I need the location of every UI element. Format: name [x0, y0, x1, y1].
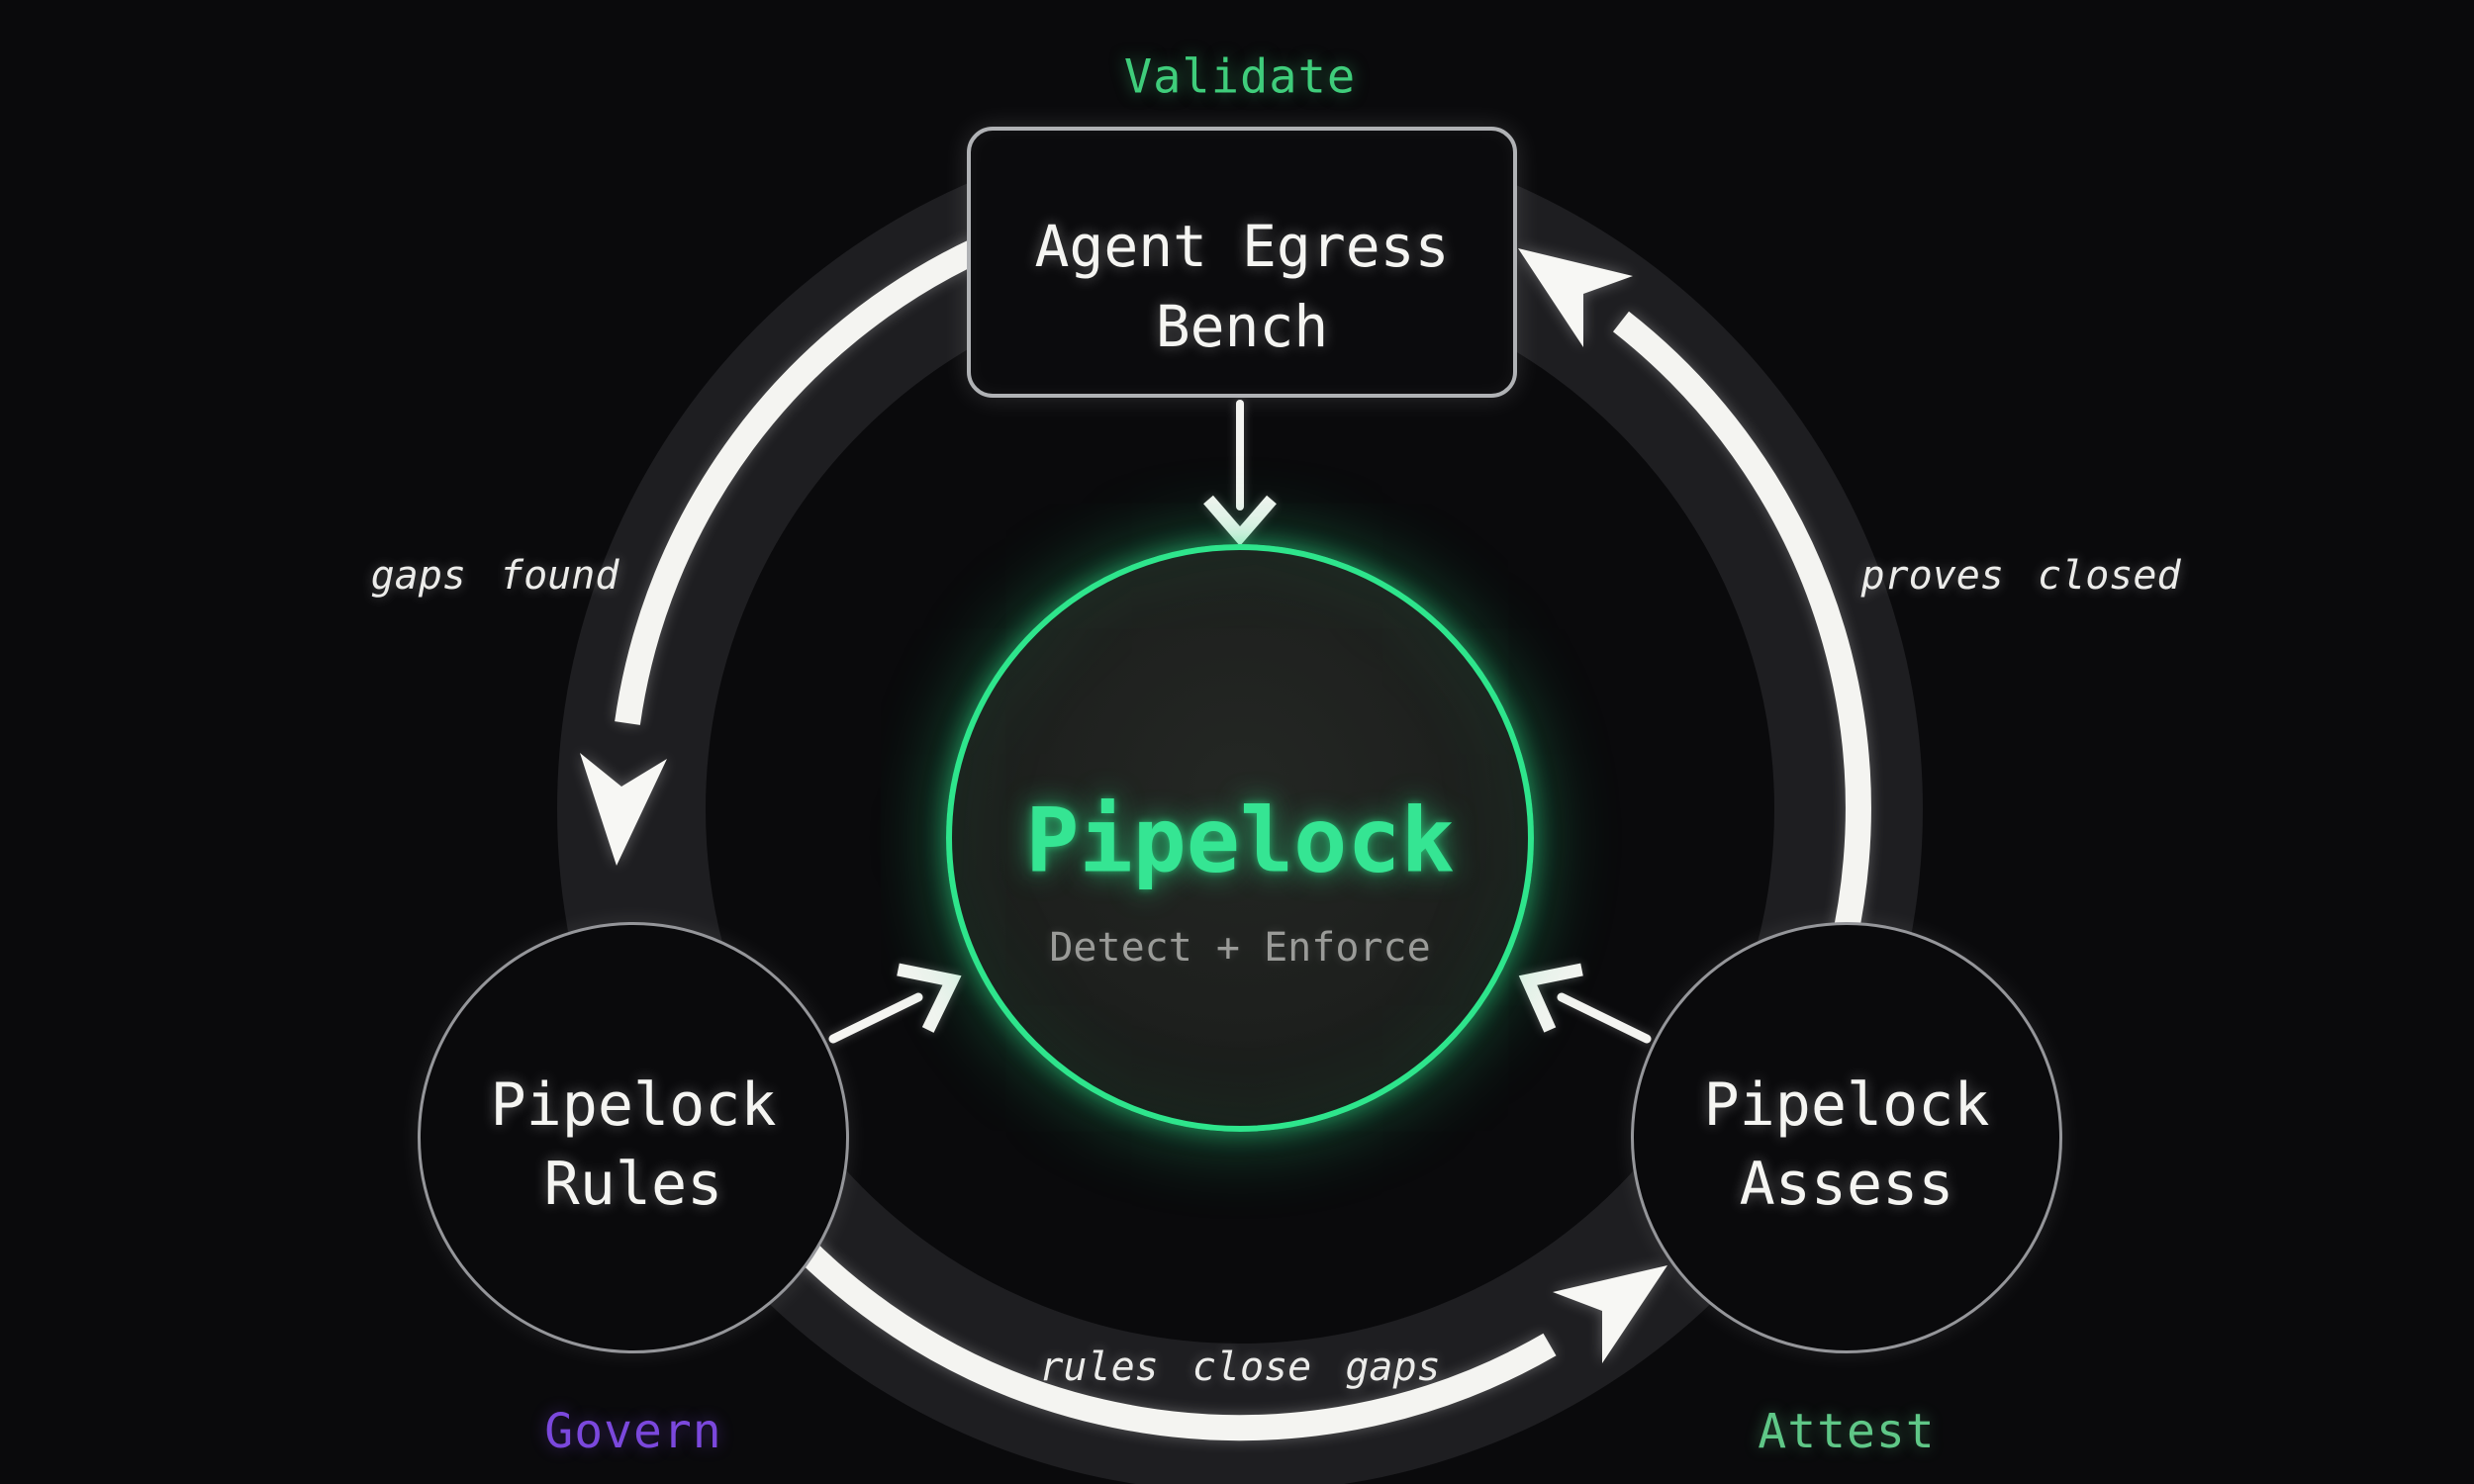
node-label-line: Pipelock [490, 1070, 777, 1141]
node-label-line: Bench [1155, 293, 1329, 360]
arrowhead-rules-to-assess-icon [1553, 1265, 1667, 1363]
node-label-pipelock-rules: Pipelock Rules [491, 1067, 777, 1225]
node-pipelock-rules [418, 922, 849, 1353]
center-title: Pipelock [1025, 788, 1455, 893]
node-label-line: Rules [543, 1150, 723, 1219]
node-agent-egress-bench [967, 127, 1517, 398]
arc-bench-to-rules [615, 237, 985, 725]
edge-label-proves-closed: proves closed [1860, 553, 2181, 599]
node-label-line: Pipelock [1703, 1070, 1990, 1141]
arrowhead-assess-to-bench-icon [1518, 248, 1633, 347]
stage-label-validate: Validate [1123, 49, 1357, 105]
arrow-bench-to-center-head-icon [1203, 495, 1277, 546]
node-pipelock-center [946, 544, 1534, 1132]
arc-rules-to-assess [716, 1148, 1557, 1441]
edge-label-gaps-found: gaps found [370, 553, 619, 599]
arrowhead-bench-to-rules-icon [580, 753, 667, 866]
edge-label-rules-close-gaps: rules close gaps [1039, 1345, 1441, 1390]
stage-label-attest: Attest [1758, 1404, 1936, 1459]
stage-label-govern: Govern [544, 1404, 722, 1459]
node-pipelock-assess [1631, 922, 2062, 1353]
center-subtitle: Detect + Enforce [1049, 925, 1431, 971]
arrow-rules-to-center [828, 992, 923, 1044]
node-label-agent-egress-bench: Agent Egress Bench [1034, 207, 1449, 367]
arrow-rules-to-center-head-icon [897, 963, 962, 1033]
node-label-line: Agent Egress [1034, 212, 1450, 280]
node-label-line: Assess [1739, 1150, 1954, 1219]
arrow-assess-to-center-head-icon [1518, 963, 1583, 1033]
node-label-pipelock-assess: Pipelock Assess [1704, 1067, 1990, 1225]
arrow-assess-to-center [1557, 992, 1652, 1044]
